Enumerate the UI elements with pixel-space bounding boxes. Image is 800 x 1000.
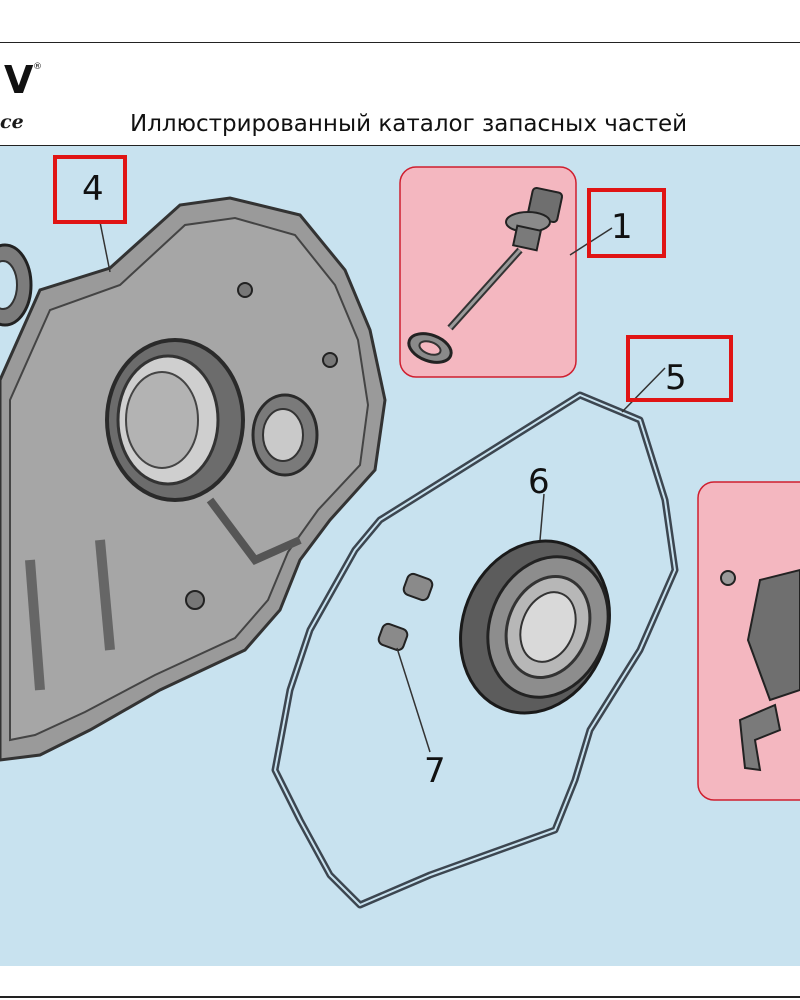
callout-1: 1 bbox=[611, 207, 633, 247]
left-edge-seal bbox=[0, 243, 33, 327]
callout-5: 5 bbox=[665, 358, 687, 398]
leader-line-6 bbox=[539, 493, 545, 541]
dowel-pins bbox=[377, 572, 434, 652]
callout-6: 6 bbox=[528, 462, 550, 502]
callout-4: 4 bbox=[82, 169, 104, 209]
brand-logo: V ® ce bbox=[0, 58, 60, 138]
callout-7: 7 bbox=[424, 751, 446, 791]
header-rule bbox=[0, 145, 800, 146]
right-edge-parts bbox=[720, 568, 800, 772]
registered-mark: ® bbox=[33, 62, 42, 72]
leader-line-5 bbox=[621, 367, 666, 413]
leader-line-7 bbox=[396, 647, 431, 753]
page-title: Иллюстрированный каталог запасных частей bbox=[130, 111, 688, 137]
callout-box-4 bbox=[53, 155, 127, 224]
callout-box-1 bbox=[587, 188, 666, 258]
dipstick bbox=[407, 186, 564, 364]
callout-box-5 bbox=[626, 335, 733, 402]
logo-mark: V bbox=[4, 58, 33, 102]
top-rule bbox=[0, 42, 800, 43]
bottom-rule bbox=[0, 996, 800, 998]
ball-bearing bbox=[459, 539, 611, 715]
leader-line-4 bbox=[99, 221, 111, 273]
logo-tagline: ce bbox=[0, 111, 24, 133]
crankcase-cover bbox=[0, 196, 387, 762]
